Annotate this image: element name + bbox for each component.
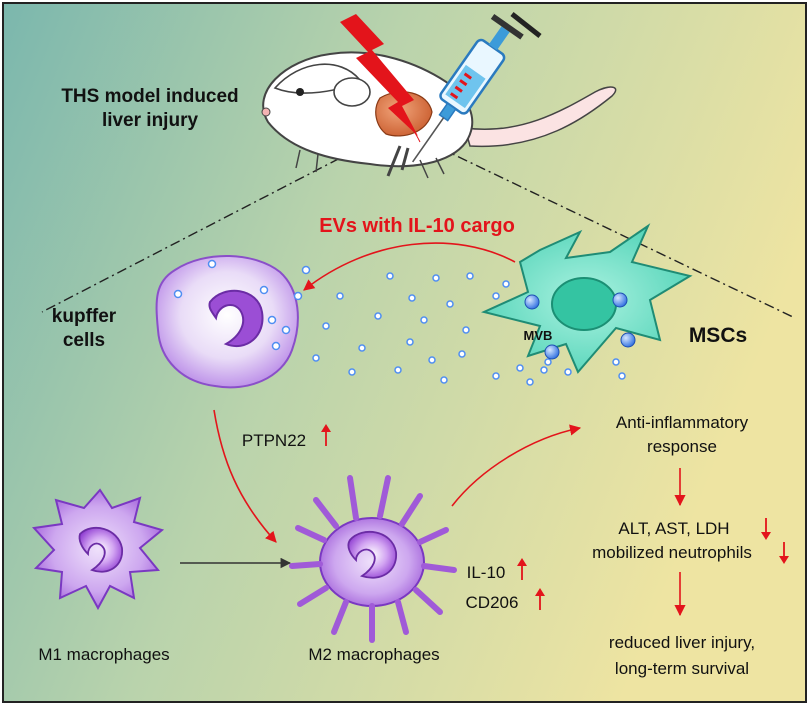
lightning-icon <box>340 14 418 136</box>
anti-inflammatory-line-2: response <box>647 437 717 456</box>
syringe-plunger-cap <box>510 12 542 38</box>
m2-to-response-arrow <box>451 424 582 507</box>
ptpn22-up-arrow-icon <box>321 424 331 446</box>
zoom-line-left <box>41 139 376 313</box>
mvb-label: MVB <box>524 328 553 343</box>
il10-up-arrow-icon <box>517 558 527 580</box>
anti-inflammatory-line-1: Anti-inflammatory <box>616 413 749 432</box>
outcome-line-2: long-term survival <box>615 659 749 678</box>
zoom-line-right <box>439 147 796 319</box>
ev-label: EVs with IL-10 cargo <box>319 215 515 237</box>
m1-label: M1 macrophages <box>38 645 169 664</box>
markers-down-arrow-icon <box>761 518 771 540</box>
mouse-illustration <box>261 51 617 179</box>
syringe-icon <box>411 13 524 163</box>
ptpn22-label: PTPN22 <box>242 431 306 450</box>
mscs-label: MSCs <box>689 324 747 347</box>
mvb-vesicle <box>524 294 540 310</box>
cd206-up-arrow-icon <box>535 588 545 610</box>
m2-nucleus <box>347 531 397 579</box>
kupffer-cell <box>155 254 311 389</box>
kupffer-nucleus <box>208 289 264 347</box>
ev-transfer-arrow <box>303 242 516 291</box>
il10-label: IL-10 <box>467 563 506 582</box>
m1-nucleus <box>78 526 123 573</box>
title-line-2: liver injury <box>102 110 199 131</box>
cd206-label: CD206 <box>466 593 519 612</box>
kupffer-to-m2-arrow <box>213 409 277 543</box>
markers-line-1: ALT, AST, LDH <box>618 519 729 538</box>
kupffer-label-line-2: cells <box>63 330 105 351</box>
m2-label: M2 macrophages <box>308 645 439 664</box>
neutrophils-down-arrow-icon <box>779 542 789 564</box>
mouse-eye <box>296 88 304 96</box>
markers-line-2: mobilized neutrophils <box>592 543 752 562</box>
title-line-1: THS model induced <box>61 86 238 107</box>
msc-nucleus <box>551 277 617 331</box>
m1-macrophage <box>31 488 165 611</box>
m2-macrophage <box>289 475 457 643</box>
kupffer-label-line-1: kupffer <box>52 306 117 327</box>
msc-cell <box>480 223 693 374</box>
outcome-line-1: reduced liver injury, <box>609 633 755 652</box>
